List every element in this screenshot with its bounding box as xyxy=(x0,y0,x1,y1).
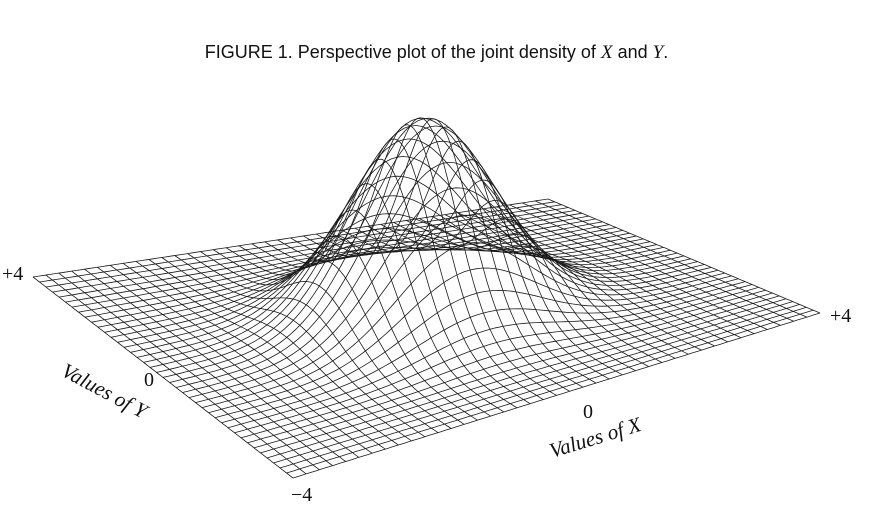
x-tick-plus4: +4 xyxy=(830,305,851,327)
mesh-line-const-y-24 xyxy=(136,156,657,358)
mesh-line-const-x-79 xyxy=(522,202,794,322)
mesh-line-const-y-11 xyxy=(221,281,746,424)
title-middle: and xyxy=(617,42,648,62)
mesh-line-const-x-56 xyxy=(225,209,491,417)
mesh-line-const-y-21 xyxy=(156,117,678,373)
title-var-y: Y xyxy=(652,42,664,63)
mesh-line-const-x-43 xyxy=(58,272,320,471)
mesh-line-const-x-72 xyxy=(431,216,702,351)
mesh-line-const-y-12 xyxy=(214,278,739,419)
mesh-line-const-x-53 xyxy=(187,253,452,429)
mesh-line-const-x-55 xyxy=(212,235,478,421)
mesh-line-const-x-42 xyxy=(45,274,307,475)
x-axis-label: Values of X xyxy=(546,412,644,463)
mesh-line-const-x-78 xyxy=(509,204,781,326)
mesh-line-const-x-60 xyxy=(277,124,544,400)
mesh-line-const-x-62 xyxy=(303,118,570,392)
mesh-line-const-x-59 xyxy=(264,138,531,405)
y-tick-0: 0 xyxy=(144,369,154,391)
mesh-line-const-x-57 xyxy=(238,183,505,413)
y-axis-label: Values of Y xyxy=(58,358,154,424)
mesh-line-const-x-76 xyxy=(483,208,755,334)
mesh-line-const-x-47 xyxy=(110,264,373,454)
mesh-line-const-x-52 xyxy=(174,255,439,433)
y-tick-minus4: −4 xyxy=(291,484,312,506)
x-tick-0: 0 xyxy=(583,401,593,423)
mesh-line-const-x-49 xyxy=(135,261,399,446)
mesh-line-const-x-66 xyxy=(354,179,623,376)
mesh-line-const-x-44 xyxy=(71,270,333,466)
mesh-line-const-x-77 xyxy=(496,206,768,330)
mesh-line-const-x-74 xyxy=(457,212,728,343)
surface-mesh xyxy=(32,117,821,479)
figure-title: FIGURE 1. Perspective plot of the joint … xyxy=(0,42,873,64)
mesh-line-const-x-75 xyxy=(470,210,742,339)
mesh-line-const-x-73 xyxy=(444,214,715,347)
title-suffix: . xyxy=(663,42,669,62)
mesh-line-const-x-81 xyxy=(547,198,821,314)
title-var-x: X xyxy=(600,42,613,63)
mesh-line-const-x-48 xyxy=(122,262,386,450)
mesh-line-const-x-61 xyxy=(290,117,557,396)
mesh-line-const-x-54 xyxy=(200,251,465,425)
mesh-line-const-x-68 xyxy=(380,218,649,367)
title-prefix: FIGURE 1. Perspective plot of the joint … xyxy=(204,42,596,62)
mesh-line-const-x-46 xyxy=(97,266,360,458)
mesh-line-const-x-45 xyxy=(84,268,346,462)
mesh-line-const-x-50 xyxy=(148,259,412,442)
y-tick-plus4: +4 xyxy=(2,263,23,285)
mesh-line-const-x-51 xyxy=(161,257,426,438)
mesh-line-const-x-80 xyxy=(534,200,807,318)
mesh-line-const-y-15 xyxy=(195,214,719,403)
mesh-line-const-x-63 xyxy=(316,126,584,388)
mesh-line-const-x-65 xyxy=(341,159,610,380)
mesh-line-const-x-64 xyxy=(328,140,597,384)
mesh-line-const-x-41 xyxy=(32,276,294,479)
mesh-line-const-x-67 xyxy=(367,199,636,372)
